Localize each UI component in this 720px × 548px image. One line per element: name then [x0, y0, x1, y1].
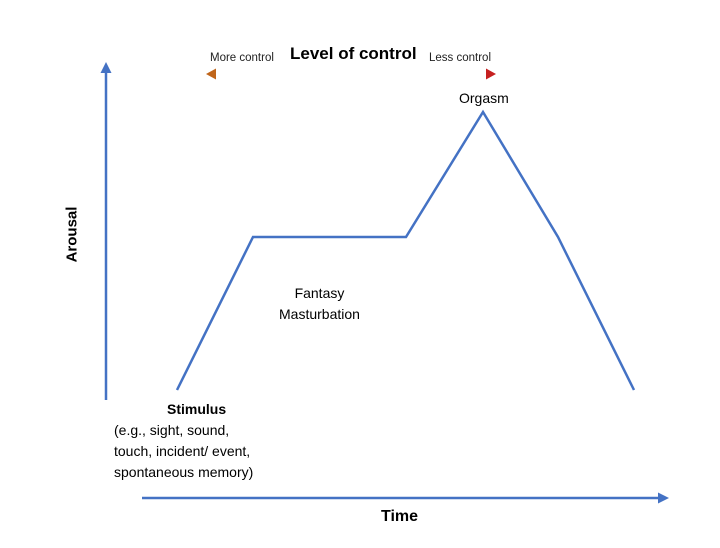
- peak-label: Orgasm: [459, 90, 509, 106]
- y-axis: [100, 62, 112, 400]
- y-axis-label: Arousal: [63, 206, 81, 263]
- more-control-label: More control: [210, 52, 274, 64]
- control-arrow-left-head: [206, 68, 216, 80]
- stimulus-detail-line: touch, incident/ event,: [114, 443, 251, 459]
- x-axis: [142, 492, 669, 504]
- y-axis-arrowhead: [100, 62, 112, 73]
- x-axis-arrowhead: [658, 492, 669, 504]
- x-axis-label: Time: [381, 508, 419, 525]
- stimulus-detail-line: spontaneous memory): [114, 464, 254, 480]
- stimulus-title: Stimulus: [167, 401, 227, 417]
- plateau-label-line: Masturbation: [279, 306, 360, 322]
- control-axis-title: Level of control: [290, 44, 417, 63]
- plateau-label: Fantasy Masturbation: [279, 283, 360, 325]
- control-arrow: [206, 68, 496, 80]
- stimulus-annotation: Stimulus (e.g., sight, sound, touch, inc…: [114, 399, 253, 483]
- control-arrow-right-head: [486, 68, 496, 80]
- plateau-label-line: Fantasy: [294, 285, 345, 301]
- less-control-label: Less control: [429, 52, 492, 64]
- stimulus-detail-line: (e.g., sight, sound,: [114, 422, 230, 438]
- arousal-curve: [175, 109, 636, 391]
